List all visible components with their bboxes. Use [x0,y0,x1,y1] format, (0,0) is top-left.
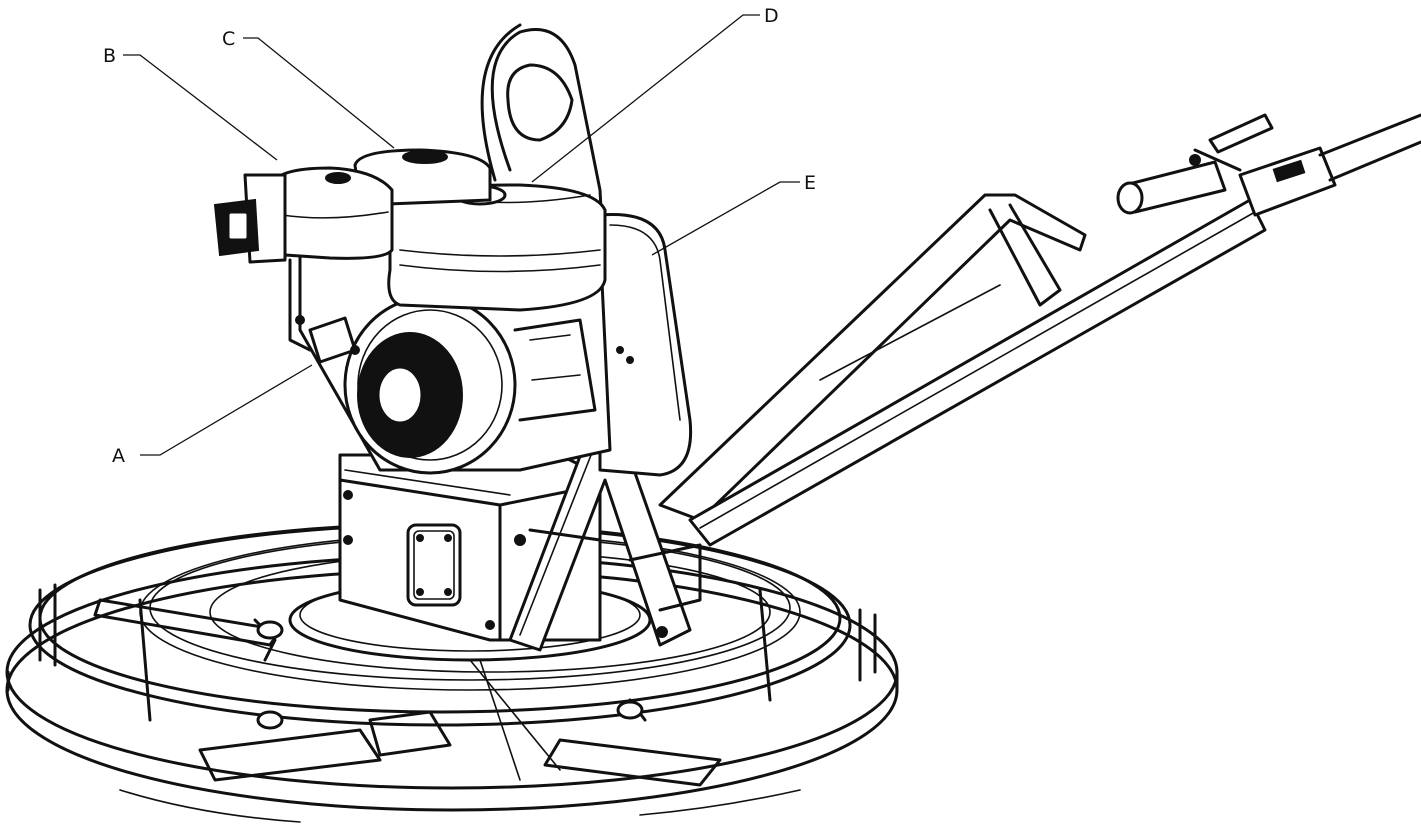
callout-c: C [222,28,235,50]
operator-handle [658,113,1421,547]
callout-d: D [764,5,779,27]
callout-b: B [103,45,116,67]
leader-lines [123,14,800,456]
trowel-blades [93,598,722,787]
engine [213,148,612,475]
fuel-tank [598,212,693,477]
callout-a: A [112,445,125,467]
lifting-hook [480,23,614,422]
callout-e: E [804,172,816,194]
